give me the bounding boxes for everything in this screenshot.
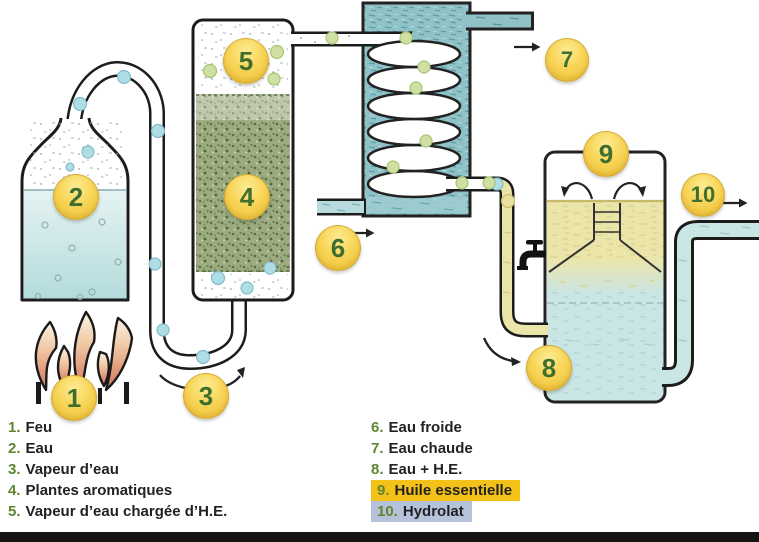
legend-label: Eau froide <box>388 419 462 436</box>
legend-item-eau-chaude: 7.Eau chaude <box>371 438 520 459</box>
bottom-border-bar <box>0 532 759 542</box>
vapor-droplets <box>65 31 516 365</box>
legend-num: 7. <box>371 440 384 457</box>
hydrolat-layer <box>547 292 664 401</box>
badge-5-vapeur-he: 5 <box>223 38 269 84</box>
water-bubbles <box>34 218 122 301</box>
legend-item-eau-froide: 6.Eau froide <box>371 417 520 438</box>
funnel-deflector <box>548 203 662 273</box>
circulation-arrows <box>561 182 646 200</box>
legend-item-vapeur-he: 5.Vapeur d’eau chargée d’H.E. <box>8 501 227 522</box>
cold-water-inlet-pipe <box>317 198 366 216</box>
badge-8-eau-he: 8 <box>526 345 572 391</box>
badge-7-eau-chaude: 7 <box>545 38 589 82</box>
arrow-condensate <box>482 337 514 363</box>
hot-water-outlet-pipe <box>464 11 534 31</box>
legend-num: 9. <box>377 482 390 499</box>
legend-num: 5. <box>8 503 21 520</box>
tap-icon <box>517 240 546 270</box>
legend-num: 4. <box>8 482 21 499</box>
badge-3-vapeur: 3 <box>183 373 229 419</box>
badge-1-feu: 1 <box>51 375 97 421</box>
legend-label: Plantes aromatiques <box>25 482 173 499</box>
badge-10-hydrolat: 10 <box>681 173 725 217</box>
legend-label: Feu <box>25 419 53 436</box>
steam-to-condenser-pipe <box>291 31 412 47</box>
essential-oil-layer <box>547 200 664 262</box>
legend-num: 10. <box>377 503 398 520</box>
legend-label: Eau + H.E. <box>388 461 463 478</box>
legend-num: 1. <box>8 419 21 436</box>
legend-label: Eau chaude <box>388 440 473 457</box>
legend-label: Vapeur d’eau <box>25 461 119 478</box>
legend-right-column: 6.Eau froide 7.Eau chaude 8.Eau + H.E. 9… <box>371 417 521 522</box>
oil-highlight: 9.Huile essentielle <box>371 480 521 501</box>
badge-2-eau: 2 <box>53 174 99 220</box>
legend-num: 8. <box>371 461 384 478</box>
badge-4-plantes: 4 <box>224 174 270 220</box>
legend-item-eau: 2.Eau <box>8 438 227 459</box>
legend-item-hydrolat: 10.Hydrolat <box>371 501 520 522</box>
legend-label: Hydrolat <box>402 503 464 520</box>
legend-num: 3. <box>8 461 21 478</box>
legend-label: Huile essentielle <box>394 482 513 499</box>
legend-item-vapeur: 3.Vapeur d’eau <box>8 459 227 480</box>
badge-9-huile: 9 <box>583 131 629 177</box>
hydrolat-highlight: 10.Hydrolat <box>371 501 472 522</box>
legend-num: 6. <box>371 419 384 436</box>
badge-6-eau-froide: 6 <box>315 225 361 271</box>
legend-item-plantes: 4.Plantes aromatiques <box>8 480 227 501</box>
legend-item-huile-essentielle: 9.Huile essentielle <box>371 480 521 501</box>
separator-tank <box>517 150 667 404</box>
legend-label: Vapeur d’eau chargée d’H.E. <box>25 503 228 520</box>
legend-num: 2. <box>8 440 21 457</box>
legend-label: Eau <box>25 440 54 457</box>
hydrolat-outlet-pipe <box>660 220 759 387</box>
legend-item-feu: 1.Feu <box>8 417 227 438</box>
legend-left-column: 1.Feu 2.Eau 3.Vapeur d’eau 4.Plantes aro… <box>8 417 227 522</box>
legend-item-eau-plus-he: 8.Eau + H.E. <box>371 459 520 480</box>
